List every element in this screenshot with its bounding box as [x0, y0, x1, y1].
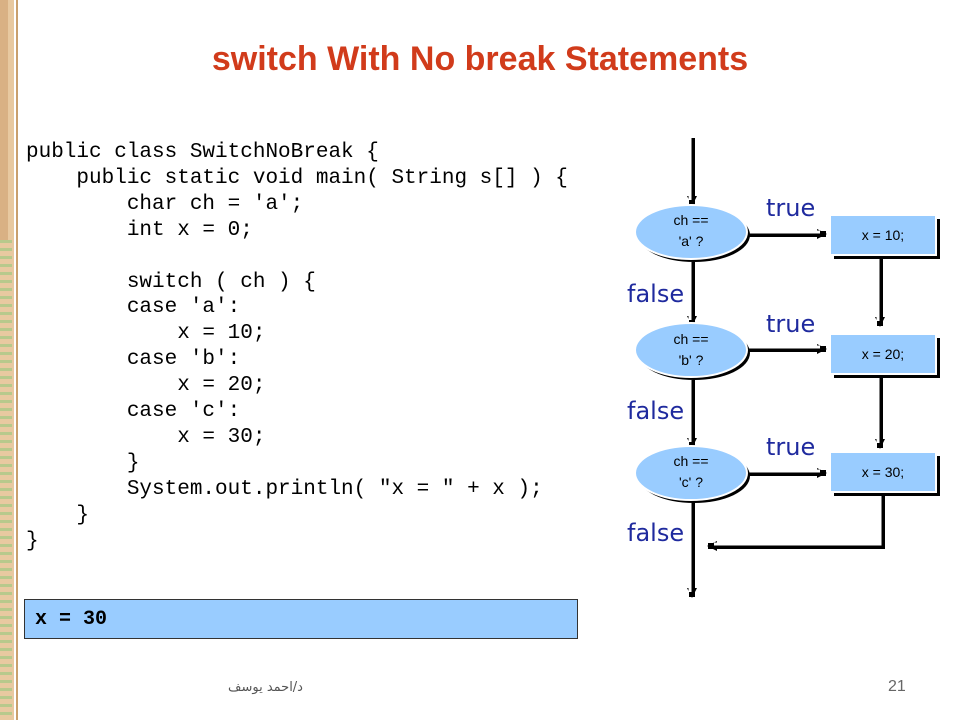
output-text: x = 30: [35, 608, 108, 631]
action-box-c: x = 30;: [829, 451, 940, 496]
false-label-c: false: [627, 519, 684, 547]
slide-title: switch With No break Statements: [211, 40, 749, 78]
action-box-b: x = 20;: [829, 333, 940, 378]
false-label-a: false: [627, 280, 684, 308]
action-a-label: x = 10;: [862, 227, 904, 243]
decision-c-line1: ch ==: [673, 453, 708, 469]
action-b-label: x = 20;: [862, 346, 904, 362]
false-label-b: false: [627, 397, 684, 425]
slide-left-stripes: [0, 240, 12, 720]
footer-author: د/احمد يوسف: [228, 680, 303, 695]
flow-arrows-shadow: [687, 138, 885, 598]
decision-a-line2: 'a' ?: [679, 233, 704, 249]
true-label-a: true: [766, 194, 815, 222]
code-listing: public class SwitchNoBreak { public stat…: [26, 141, 568, 553]
decision-b-line2: 'b' ?: [679, 352, 704, 368]
decision-c-line2: 'c' ?: [679, 474, 703, 490]
decision-node-c: ch == 'c' ?: [634, 445, 750, 503]
page-number: 21: [888, 678, 906, 695]
action-box-a: x = 10;: [829, 214, 940, 259]
true-label-c: true: [766, 433, 815, 461]
decision-node-a: ch == 'a' ?: [634, 204, 750, 262]
decision-b-line1: ch ==: [673, 331, 708, 347]
output-box: x = 30: [24, 599, 578, 639]
decision-node-b: ch == 'b' ?: [634, 322, 750, 380]
action-c-label: x = 30;: [862, 464, 904, 480]
slide-left-line: [16, 0, 18, 720]
true-label-b: true: [766, 310, 815, 338]
merge-arrow: [707, 495, 885, 551]
decision-a-line1: ch ==: [673, 212, 708, 228]
